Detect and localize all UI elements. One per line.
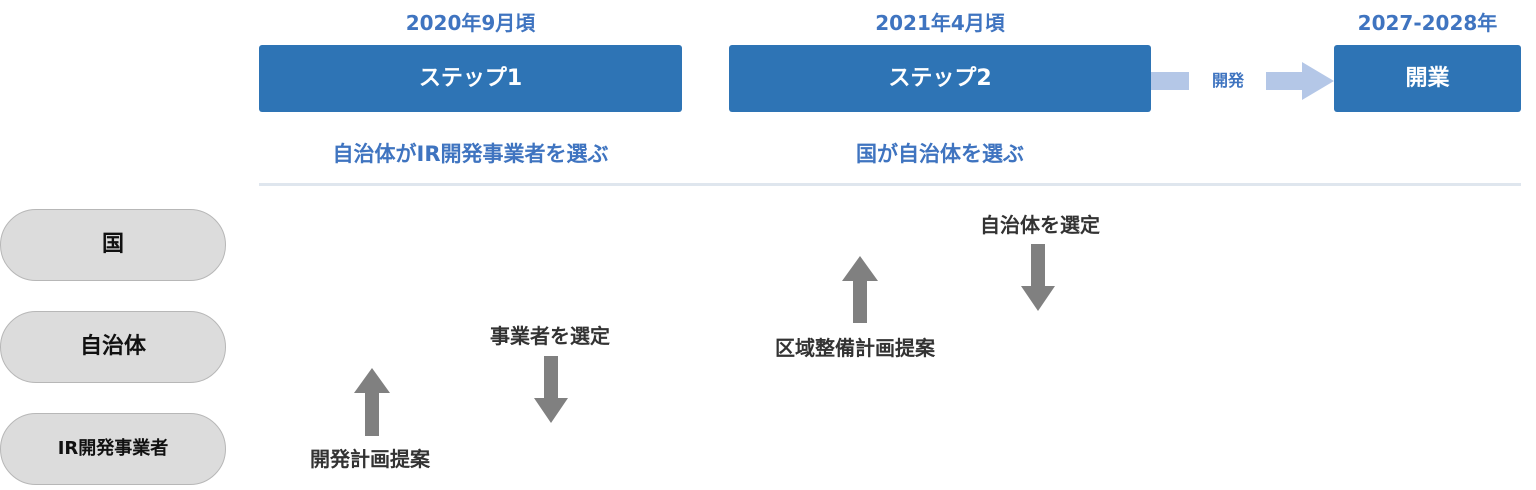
select-municipality-label: 自治体を選定 — [980, 213, 1100, 237]
opening-date: 2027-2028年 — [1357, 11, 1498, 35]
step1-description: 自治体がIR開発事業者を選ぶ — [332, 142, 609, 166]
role-national: 国 — [0, 209, 226, 281]
step2-date: 2021年4月頃 — [875, 11, 1005, 35]
select-operator-label: 事業者を選定 — [490, 324, 610, 348]
down-arrow-icon — [1021, 244, 1055, 311]
step1-box: ステップ1 — [259, 45, 682, 112]
step1-date: 2020年9月頃 — [405, 11, 536, 35]
dev-connector-label: 開発 — [1211, 71, 1244, 90]
up-arrow-icon — [354, 368, 390, 436]
dev-connector-tail — [1151, 72, 1189, 90]
dev-connector-arrow-icon — [1266, 62, 1334, 100]
section-divider — [259, 183, 1521, 186]
area-plan-label: 区域整備計画提案 — [775, 336, 935, 360]
up-arrow-icon — [842, 256, 878, 323]
role-ir-operator: IR開発事業者 — [0, 413, 226, 485]
opening-box: 開業 — [1334, 45, 1521, 112]
down-arrow-icon — [534, 356, 568, 423]
dev-proposal-label: 開発計画提案 — [310, 447, 430, 471]
step2-box: ステップ2 — [729, 45, 1151, 112]
role-municipality: 自治体 — [0, 311, 226, 383]
step2-description: 国が自治体を選ぶ — [856, 142, 1024, 166]
